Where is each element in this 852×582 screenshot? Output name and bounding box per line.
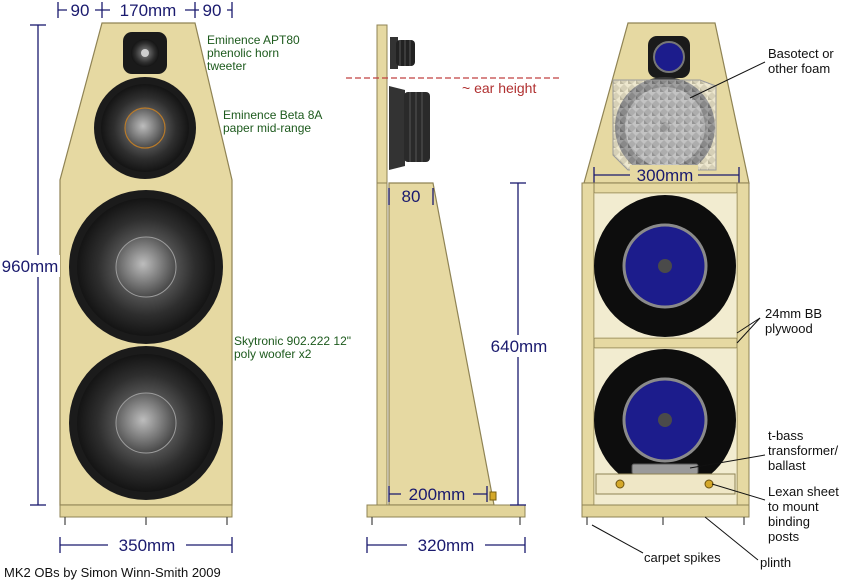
plywood-label-1: 24mm BB (765, 306, 822, 321)
front-dim-width: 350mm (119, 536, 176, 555)
side-dim-top: 80 (402, 187, 421, 206)
front-woofer-lower (69, 346, 223, 500)
foam-label-2: other foam (768, 61, 830, 76)
side-spikes (371, 517, 521, 525)
rear-woofer-lower (594, 349, 736, 491)
plinth-label: plinth (760, 555, 791, 570)
side-dim-height: 640mm (491, 337, 548, 356)
lexan-label-3: binding (768, 514, 810, 529)
side-view: ~ ear height 80 640mm 200mm (346, 24, 560, 555)
tweeter-label-2: phenolic horn (207, 46, 279, 60)
side-upper-baffle (376, 24, 388, 184)
woofer-label-1: Skytronic 902.222 12" (234, 334, 351, 348)
side-tweeter (390, 37, 415, 69)
caption: MK2 OBs by Simon Winn-Smith 2009 (4, 565, 221, 580)
front-dim-center: 170mm (120, 1, 177, 20)
rear-dim-inner: 300mm (637, 166, 694, 185)
side-dim-width: 320mm (418, 536, 475, 555)
spikes-label: carpet spikes (644, 550, 721, 565)
front-spikes (64, 517, 228, 525)
lexan-label-2: to mount (768, 499, 819, 514)
rear-box-top (593, 182, 738, 194)
front-view: 90 170mm 90 960mm 350mm Eminence APT80 p… (0, 0, 351, 555)
side-panel (388, 182, 495, 506)
ballast-label-3: ballast (768, 458, 806, 473)
rear-tweeter (648, 36, 690, 78)
foam-label-1: Basotect or (768, 46, 834, 61)
midrange-label-2: paper mid-range (223, 121, 311, 135)
lexan-label-4: posts (768, 529, 800, 544)
side-midrange (389, 86, 430, 170)
rear-woofer-upper (594, 195, 736, 337)
front-dim-height: 960mm (2, 257, 59, 276)
tweeter-label-1: Eminence APT80 (207, 33, 300, 47)
plywood-label-2: plywood (765, 321, 813, 336)
front-dim-right: 90 (203, 1, 222, 20)
ballast-label-2: transformer/ (768, 443, 838, 458)
rear-foam (612, 79, 717, 171)
rear-box-left (581, 182, 595, 506)
side-binding-post (489, 491, 497, 501)
front-woofer-upper (69, 190, 223, 344)
side-lower-baffle (376, 182, 388, 506)
lexan-label-1: Lexan sheet (768, 484, 839, 499)
midrange-label-1: Eminence Beta 8A (223, 108, 322, 122)
side-plinth (366, 504, 526, 518)
rear-box-middle (593, 337, 738, 349)
side-dim-base: 200mm (409, 485, 466, 504)
rear-leaders (591, 61, 766, 561)
front-plinth (59, 504, 233, 518)
rear-box-right (736, 182, 750, 506)
rear-ballast (631, 463, 699, 475)
ear-height-label: ~ ear height (462, 80, 536, 96)
ballast-label-1: t-bass (768, 428, 804, 443)
rear-lexan-sheet (595, 473, 736, 495)
front-dim-left: 90 (71, 1, 90, 20)
side-top-dimension (388, 188, 434, 205)
rear-spikes (586, 517, 745, 525)
tweeter-label-3: tweeter (207, 59, 246, 73)
rear-view: 300mm (581, 22, 839, 570)
front-midrange (94, 77, 196, 179)
rear-plinth (581, 504, 750, 518)
front-tweeter (123, 32, 167, 74)
woofer-label-2: poly woofer x2 (234, 347, 312, 361)
